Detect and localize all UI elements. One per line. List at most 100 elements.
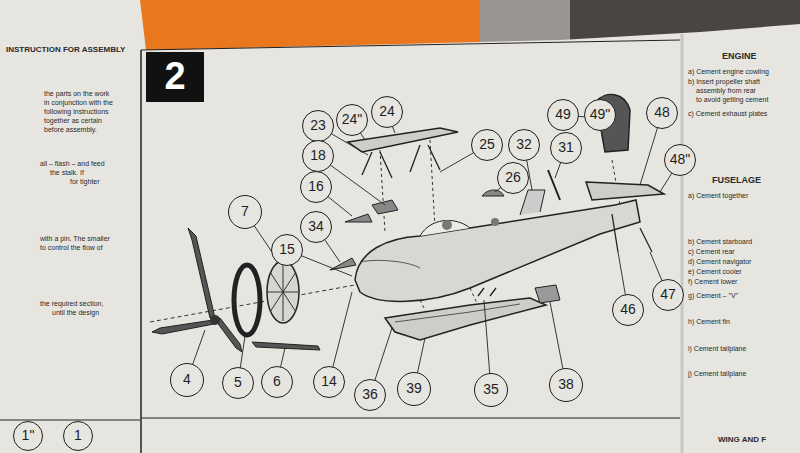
callout-text: 15 bbox=[279, 242, 295, 257]
callout-text: 5 bbox=[234, 375, 242, 390]
instruction-text: c) Cement exhaust plates bbox=[688, 110, 767, 118]
instruction-text: f) Cement lower bbox=[688, 278, 737, 286]
panel-border bbox=[141, 418, 680, 419]
callout-number: 34 bbox=[300, 211, 332, 243]
leader-lines bbox=[187, 108, 680, 395]
instruction-text: a) Cement together bbox=[688, 192, 748, 200]
tailplane bbox=[586, 182, 664, 200]
callout-number: 26 bbox=[497, 162, 529, 194]
radial-engine bbox=[267, 261, 299, 323]
tail-strut bbox=[640, 228, 652, 252]
panel-border bbox=[140, 50, 142, 453]
callout-text: 23 bbox=[310, 118, 326, 133]
instruction-text: e) Cement cooler bbox=[688, 268, 742, 276]
instruction-text: b) Insert propeller shaft bbox=[688, 78, 760, 86]
instruction-text: for tighter bbox=[70, 178, 100, 186]
instruction-text: assembly from rear bbox=[696, 87, 756, 95]
parts-bag bbox=[480, 0, 570, 46]
instruction-text: before assembly. bbox=[44, 126, 97, 134]
panel-border bbox=[0, 420, 140, 421]
callout-text: 47 bbox=[660, 287, 676, 302]
canopy bbox=[420, 220, 470, 236]
instruction-text: to avoid getting cement bbox=[696, 96, 768, 104]
callout-number: 1 bbox=[63, 421, 93, 451]
panel-border bbox=[141, 40, 680, 50]
callout-text: 31 bbox=[558, 140, 574, 155]
small-part bbox=[372, 200, 398, 214]
callout-number: 1" bbox=[13, 421, 43, 451]
callout-number: 49 bbox=[547, 99, 579, 131]
callout-text: 49 bbox=[555, 107, 571, 122]
callout-text: 34 bbox=[308, 219, 324, 234]
instruction-text: the stalk. If bbox=[50, 169, 84, 177]
instruction-text: the parts on the work bbox=[44, 90, 109, 98]
small-part bbox=[330, 258, 356, 270]
callout-text: 6 bbox=[273, 374, 281, 389]
instruction-text: i) Cement tailplane bbox=[688, 345, 746, 353]
callout-number: 4 bbox=[170, 363, 204, 397]
instruction-text: FUSELAGE bbox=[712, 176, 761, 186]
callout-number: 5 bbox=[222, 367, 254, 399]
instruction-text: following instructions bbox=[44, 108, 109, 116]
propeller-blade bbox=[188, 228, 215, 318]
callout-text: 24 bbox=[379, 104, 395, 119]
fuselage bbox=[355, 200, 640, 301]
callout-text: 18 bbox=[310, 148, 326, 163]
callout-text: 1 bbox=[74, 428, 82, 443]
callout-text: 24" bbox=[342, 112, 363, 127]
callout-number: 15 bbox=[271, 234, 303, 266]
instruction-text: j) Cement tailplane bbox=[688, 370, 746, 378]
pilot-figure bbox=[442, 220, 452, 230]
instruction-text: INSTRUCTION FOR ASSEMBLY bbox=[6, 46, 125, 55]
small-part bbox=[478, 288, 496, 296]
instruction-text: until the design bbox=[52, 309, 99, 317]
callout-number: 32 bbox=[508, 129, 540, 161]
callout-number: 18 bbox=[302, 140, 334, 172]
callout-number: 6 bbox=[261, 366, 293, 398]
callout-text: 4 bbox=[183, 372, 191, 387]
fairing bbox=[482, 190, 504, 196]
instruction-text: to control the flow of bbox=[40, 244, 103, 252]
callout-text: 1" bbox=[22, 428, 35, 443]
gunner-figure bbox=[491, 218, 499, 226]
instruction-text: all – flash – and feed bbox=[40, 160, 105, 168]
callout-text: 48" bbox=[670, 152, 691, 167]
wing-struts bbox=[362, 145, 440, 178]
small-part bbox=[345, 214, 372, 222]
panel-line bbox=[360, 260, 420, 268]
instruction-text: ENGINE bbox=[722, 52, 757, 62]
callout-number: 49" bbox=[584, 99, 616, 131]
callout-text: 35 bbox=[483, 382, 499, 397]
instruction-text: in conjunction with the bbox=[44, 99, 113, 107]
instruction-text: together as certain bbox=[44, 117, 102, 125]
callout-number: 16 bbox=[300, 171, 332, 203]
instruction-text: a) Cement engine cowling bbox=[688, 68, 769, 76]
paper-fold bbox=[681, 34, 684, 453]
radiator bbox=[535, 285, 560, 303]
callout-number: 35 bbox=[474, 373, 508, 407]
instruction-text: the required section, bbox=[40, 300, 103, 308]
callout-text: 25 bbox=[479, 137, 495, 152]
callout-number: 31 bbox=[550, 132, 582, 164]
callout-number: 7 bbox=[228, 195, 262, 229]
callout-text: 32 bbox=[516, 137, 532, 152]
tail-skid bbox=[612, 214, 618, 252]
exhaust-pipe bbox=[252, 342, 320, 350]
instruction-text: c) Cement rear bbox=[688, 248, 735, 256]
alignment-line bbox=[150, 285, 355, 322]
panel-line bbox=[395, 304, 520, 322]
engine-cylinders bbox=[268, 263, 298, 321]
callout-text: 46 bbox=[620, 302, 636, 317]
callout-number: 48 bbox=[646, 97, 678, 129]
callout-number: 38 bbox=[549, 368, 583, 402]
gun-mount bbox=[520, 190, 545, 215]
callout-text: 2 bbox=[164, 56, 185, 98]
instruction-text: d) Cement navigator bbox=[688, 258, 751, 266]
callout-text: 14 bbox=[321, 374, 337, 389]
callout-text: 39 bbox=[406, 381, 422, 396]
instruction-text: g) Cement – "V" bbox=[688, 292, 738, 300]
callout-number: 48" bbox=[664, 144, 696, 176]
instruction-text: h) Cement fin bbox=[688, 318, 730, 326]
